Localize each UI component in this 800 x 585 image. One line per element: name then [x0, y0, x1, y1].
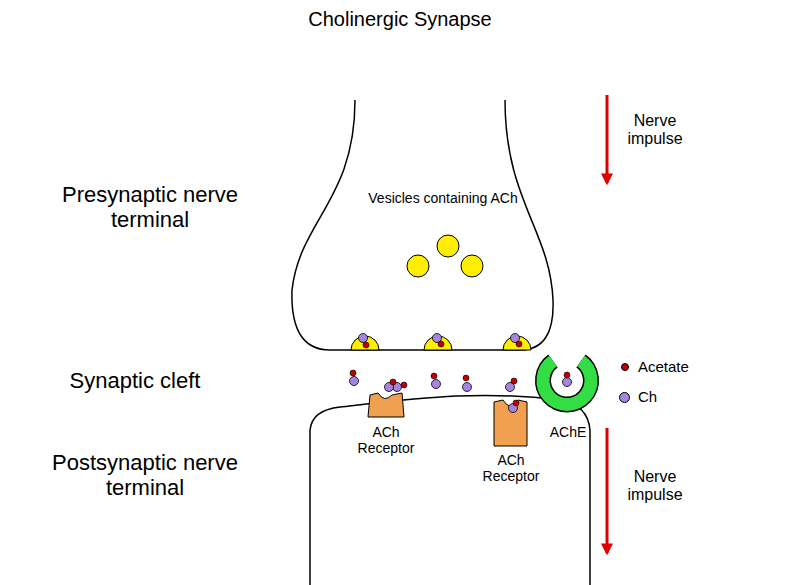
- acetate-dot: [513, 400, 519, 406]
- part-label: ACh Receptor: [471, 452, 551, 484]
- acetate-dot: [516, 341, 522, 347]
- acetate-dot: [431, 373, 437, 379]
- postsynaptic-membrane: [310, 395, 590, 585]
- acetate-dot: [401, 382, 407, 388]
- vesicle-label: Vesicles containing ACh: [368, 190, 518, 206]
- ach-molecules: [350, 334, 572, 413]
- acetate-dot: [390, 379, 396, 385]
- ache-enzyme: [543, 361, 591, 404]
- acetate-dot: [511, 378, 517, 384]
- diagram-title: Cholinergic Synapse: [200, 8, 600, 31]
- region-label: Synaptic cleft: [20, 368, 250, 393]
- acetate-dot: [438, 341, 444, 347]
- region-label: Presynaptic nerve terminal: [35, 182, 265, 233]
- acetate-dot: [564, 372, 570, 378]
- legend-label: Ch: [638, 388, 657, 405]
- acetate-dot: [463, 375, 469, 381]
- acetate-dot: [350, 370, 356, 376]
- choline-dot: [350, 377, 359, 386]
- presynaptic-membrane: [292, 100, 553, 350]
- legend-swatch: [621, 363, 629, 371]
- part-label: ACh Receptor: [346, 424, 426, 456]
- signal-label: Nerve impulse: [615, 468, 695, 505]
- arrows: [606, 95, 609, 553]
- legend-swatch: [619, 392, 630, 403]
- choline-dot: [463, 383, 472, 392]
- part-label: AChE: [538, 424, 598, 440]
- legend-label: Acetate: [638, 358, 689, 375]
- signal-label: Nerve impulse: [615, 112, 695, 149]
- choline-dot: [432, 380, 441, 389]
- region-label: Postsynaptic nerve terminal: [25, 450, 265, 501]
- vesicles: [351, 235, 531, 350]
- choline-dot: [359, 334, 368, 343]
- choline-dot: [563, 378, 572, 387]
- acetate-dot: [363, 342, 369, 348]
